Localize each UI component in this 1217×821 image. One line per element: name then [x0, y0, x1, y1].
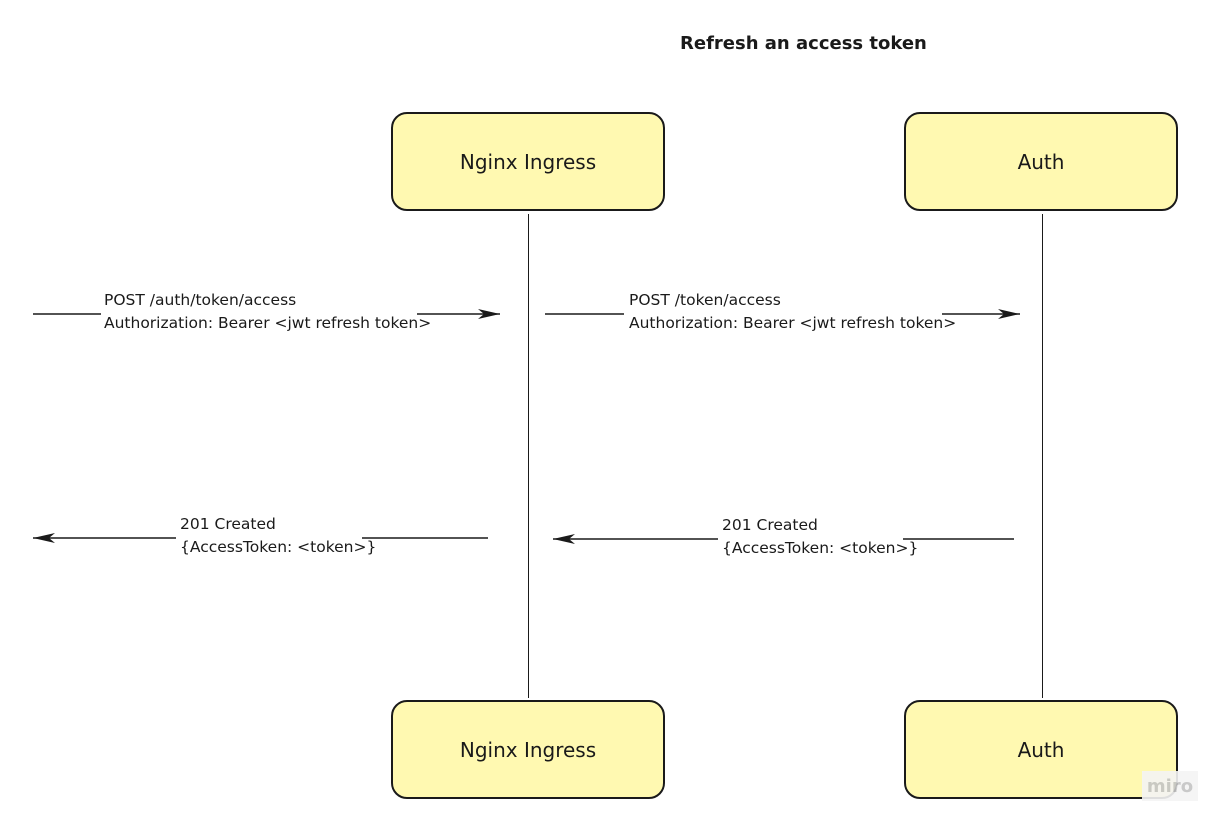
- participant-auth-bottom: Auth: [904, 700, 1178, 799]
- message-line: Authorization: Bearer <jwt refresh token…: [104, 314, 432, 332]
- message-line: {AccessToken: <token>}: [180, 538, 377, 556]
- message-line: 201 Created: [722, 516, 818, 534]
- participant-auth-top: Auth: [904, 112, 1178, 211]
- miro-watermark: miro: [1142, 771, 1198, 801]
- message-client-to-nginx: POST /auth/token/access Authorization: B…: [104, 289, 431, 335]
- participant-nginx-ingress-bottom: Nginx Ingress: [391, 700, 665, 799]
- message-nginx-to-client: 201 Created {AccessToken: <token>}: [180, 513, 376, 559]
- participant-label: Nginx Ingress: [459, 149, 597, 174]
- participant-label: Auth: [1017, 737, 1065, 762]
- message-line: 201 Created: [180, 515, 276, 533]
- participant-label: Auth: [1017, 149, 1065, 174]
- message-line: POST /auth/token/access: [104, 291, 297, 309]
- message-line: Authorization: Bearer <jwt refresh token…: [629, 314, 957, 332]
- lifeline-nginx-ingress: [528, 214, 529, 698]
- participant-nginx-ingress-top: Nginx Ingress: [391, 112, 665, 211]
- message-line: {AccessToken: <token>}: [722, 539, 919, 557]
- message-line: POST /token/access: [629, 291, 781, 309]
- participant-label: Nginx Ingress: [459, 737, 597, 762]
- lifeline-auth: [1042, 214, 1043, 698]
- message-auth-to-nginx: 201 Created {AccessToken: <token>}: [722, 514, 918, 560]
- message-nginx-to-auth: POST /token/access Authorization: Bearer…: [629, 289, 956, 335]
- diagram-title: Refresh an access token: [680, 33, 927, 54]
